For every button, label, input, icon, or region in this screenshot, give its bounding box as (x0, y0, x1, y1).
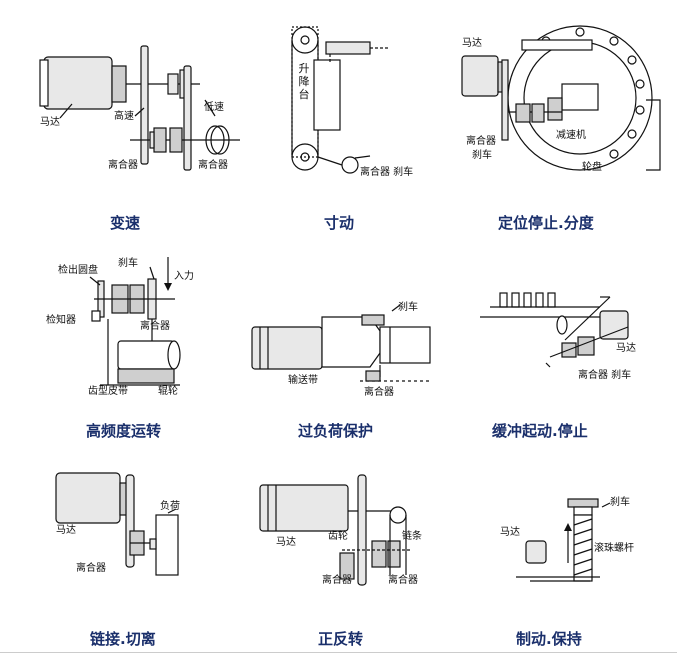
caption-connect-disconnect: 链接.切离 (90, 630, 156, 648)
clutch-label: 离合器 (466, 136, 496, 147)
diagram-connect-disconnect: 负荷 马达 离合器 链接.切离 (0, 455, 230, 655)
diagram-high-frequency: 检出圆盘 刹车 入力 检知器 离合器 齿型皮带 辊轮 高频度运转 (0, 245, 230, 445)
diagram-forward-reverse: 马达 齿轮 链条 离合器 离合器 正反转 (230, 455, 450, 655)
caption-overload-protection: 过负荷保护 (298, 422, 374, 440)
inching-drawing (291, 26, 390, 174)
load-label: 负荷 (160, 501, 180, 512)
clutch-label-1: 离合器 (322, 575, 352, 586)
motor-label: 马达 (276, 537, 296, 548)
roller-label: 辊轮 (158, 386, 178, 397)
clutch-label-2: 离合器 (198, 160, 228, 171)
positioning-drawing (461, 25, 661, 171)
brake-label: 刹车 (610, 497, 630, 508)
clutch-brake-label: 离合器 刹车 (578, 370, 632, 381)
bottom-divider (0, 652, 677, 653)
diagram-positioning: 马达 离合器 刹车 减速机 轮盘 定位停止.分度 (450, 0, 677, 232)
caption-soft-start-stop: 缓冲起动.停止 (492, 422, 588, 440)
reducer-label: 减速机 (556, 130, 586, 141)
brake-label: 刹车 (472, 150, 492, 161)
speed-change-drawing (39, 45, 240, 171)
connect-disconnect-drawing (55, 472, 179, 576)
clutch-brake-label: 离合器 刹车 (360, 167, 414, 178)
motor-label: 马达 (40, 117, 60, 128)
clutch-label: 离合器 (140, 321, 170, 332)
overload-protection-drawing (251, 304, 431, 382)
motor-label: 马达 (500, 527, 520, 538)
clutch-label: 离合器 (76, 563, 106, 574)
clutch-label-1: 离合器 (108, 160, 138, 171)
high-frequency-drawing (89, 257, 181, 386)
caption-inching: 寸动 (324, 214, 355, 232)
soft-start-stop-drawing (480, 292, 629, 368)
disk-label: 轮盘 (582, 162, 602, 173)
caption-high-frequency: 高频度运转 (86, 422, 162, 440)
clutch-label-2: 离合器 (388, 575, 418, 586)
chain-label: 链条 (402, 531, 422, 542)
diagram-braking-holding: 马达 刹车 滚珠螺杆 制动.保持 (450, 455, 677, 655)
ball-screw-label: 滚珠螺杆 (594, 543, 634, 554)
detect-disk-label: 检出圆盘 (58, 265, 98, 276)
lift-table-label: 升降台 (298, 62, 310, 101)
toothed-belt-label: 齿型皮带 (88, 386, 128, 397)
caption-speed-change: 变速 (110, 214, 141, 232)
diagram-inching: 升降台 离合器 刹车 寸动 (230, 0, 450, 232)
motor-label: 马达 (462, 38, 482, 49)
clutch-label: 离合器 (364, 387, 394, 398)
diagram-soft-start-stop: 马达 离合器 刹车 缓冲起动.停止 (450, 245, 677, 445)
diagram-overload-protection: 刹车 输送带 离合器 过负荷保护 (230, 245, 450, 445)
diagram-speed-change: 马达 高速 低速 离合器 离合器 变速 (0, 0, 240, 232)
caption-forward-reverse: 正反转 (318, 630, 364, 648)
braking-holding-drawing (516, 498, 611, 582)
conveyor-label: 输送带 (288, 375, 318, 386)
caption-positioning: 定位停止.分度 (498, 214, 594, 232)
gear-label: 齿轮 (328, 531, 348, 542)
input-label: 入力 (174, 271, 194, 282)
motor-label: 马达 (616, 343, 636, 354)
brake-label: 刹车 (398, 302, 418, 313)
high-speed-label: 高速 (114, 111, 134, 122)
brake-label: 刹车 (118, 258, 138, 269)
detector-label: 检知器 (46, 315, 76, 326)
motor-label: 马达 (56, 525, 76, 536)
low-speed-label: 低速 (204, 102, 224, 113)
forward-reverse-drawing (259, 474, 410, 586)
caption-braking-holding: 制动.保持 (516, 630, 582, 648)
